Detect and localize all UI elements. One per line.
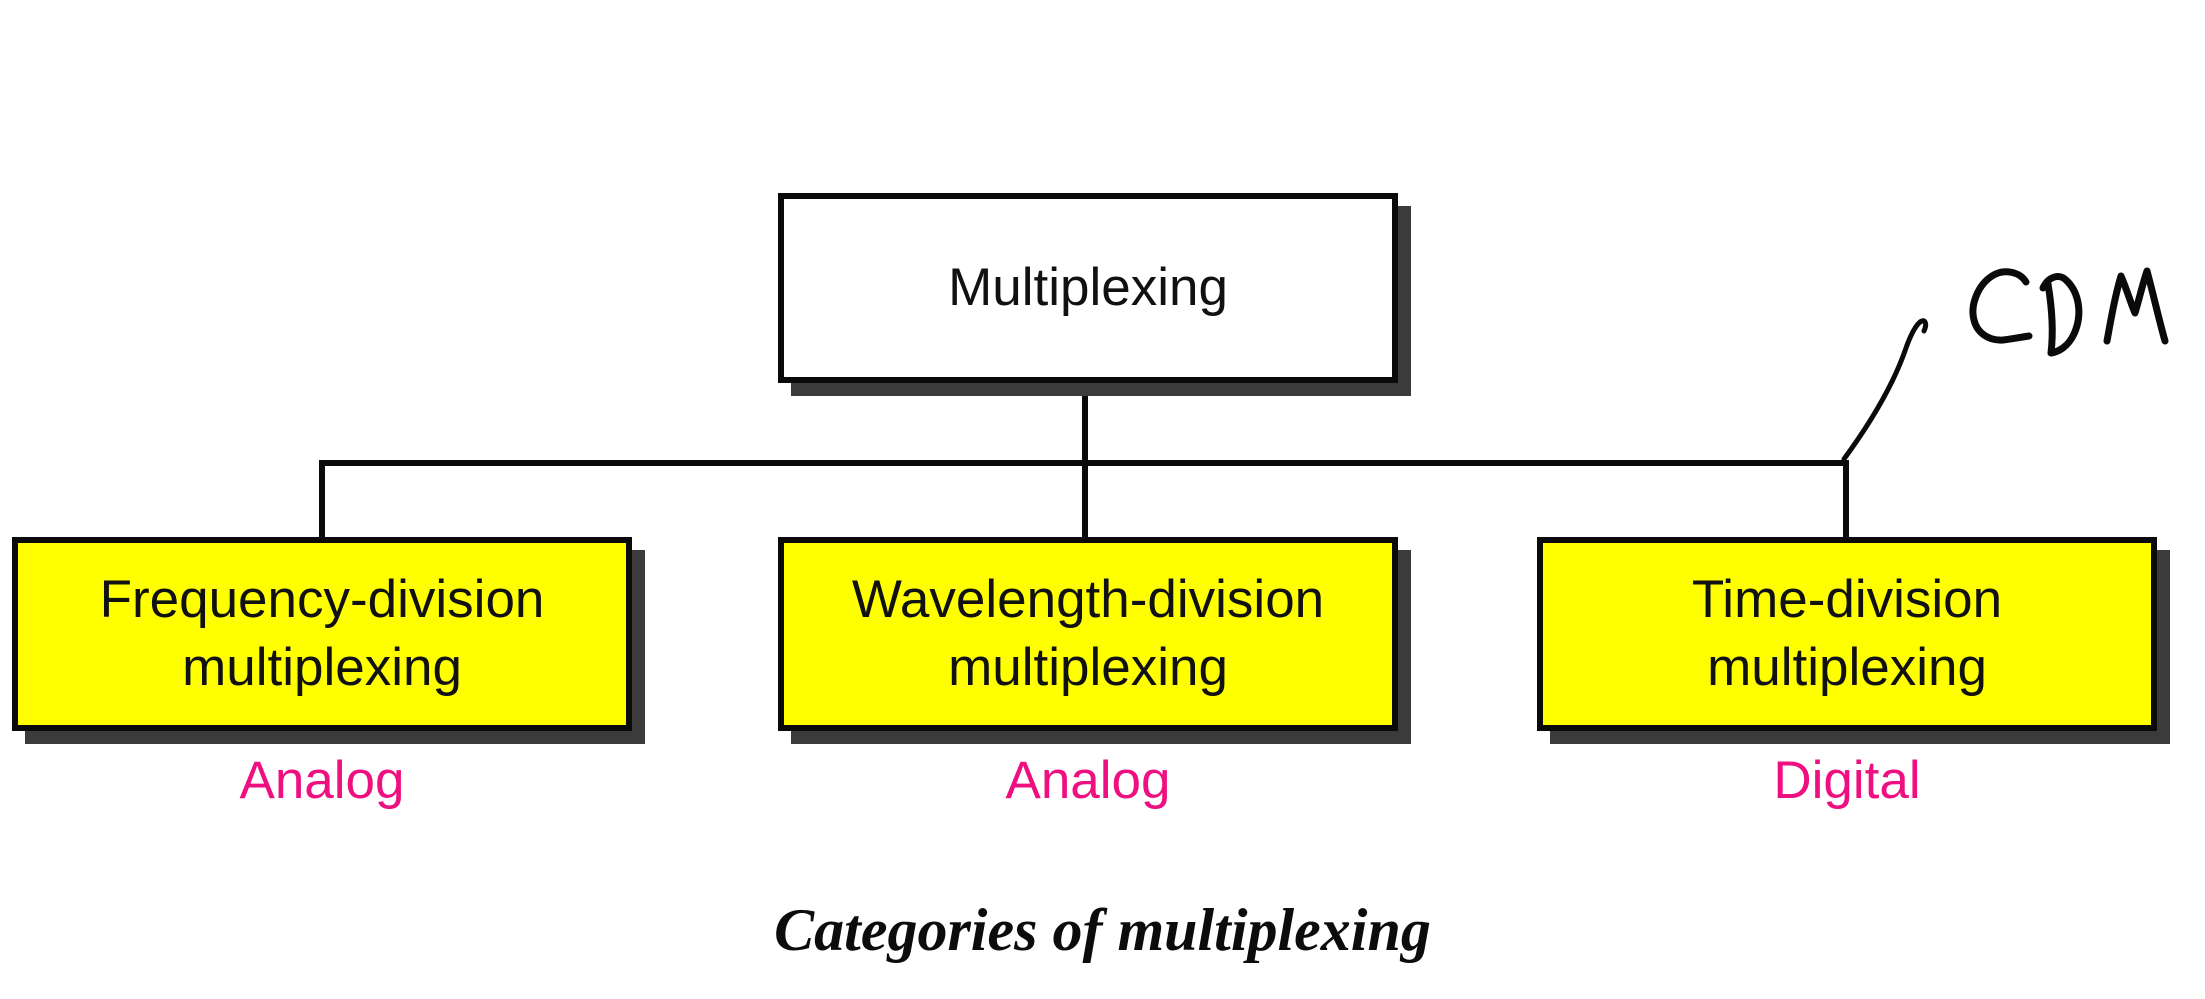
wavelength-division-label: Wavelength-division multiplexing — [851, 570, 1325, 697]
category-label-tdm: Digital — [1773, 751, 1921, 810]
time-division-box: Time-division multiplexing — [1537, 537, 2157, 731]
category-label-fdm: Analog — [239, 751, 405, 810]
frequency-division-label: Frequency-division multiplexing — [99, 570, 545, 697]
cdm-letter-c — [1969, 268, 2033, 344]
cdm-handwriting — [1969, 267, 2169, 357]
frequency-division-box: Frequency-division multiplexing — [12, 537, 632, 731]
cdm-letter-d-bowl — [2039, 273, 2083, 357]
category-label-wdm: Analog — [1005, 751, 1171, 810]
wavelength-division-box: Wavelength-division multiplexing — [778, 537, 1398, 731]
time-division-label: Time-division multiplexing — [1691, 570, 2003, 697]
multiplexing-root-box: Multiplexing — [778, 193, 1398, 383]
cdm-leader-curve — [1841, 318, 1929, 462]
cdm-letter-d-stem — [2044, 280, 2056, 357]
tree-connector-lines — [319, 382, 1849, 540]
root-box-label: Multiplexing — [948, 258, 1228, 318]
figure-caption: Categories of multiplexing — [774, 897, 1431, 963]
cdm-letter-m — [2103, 267, 2169, 345]
